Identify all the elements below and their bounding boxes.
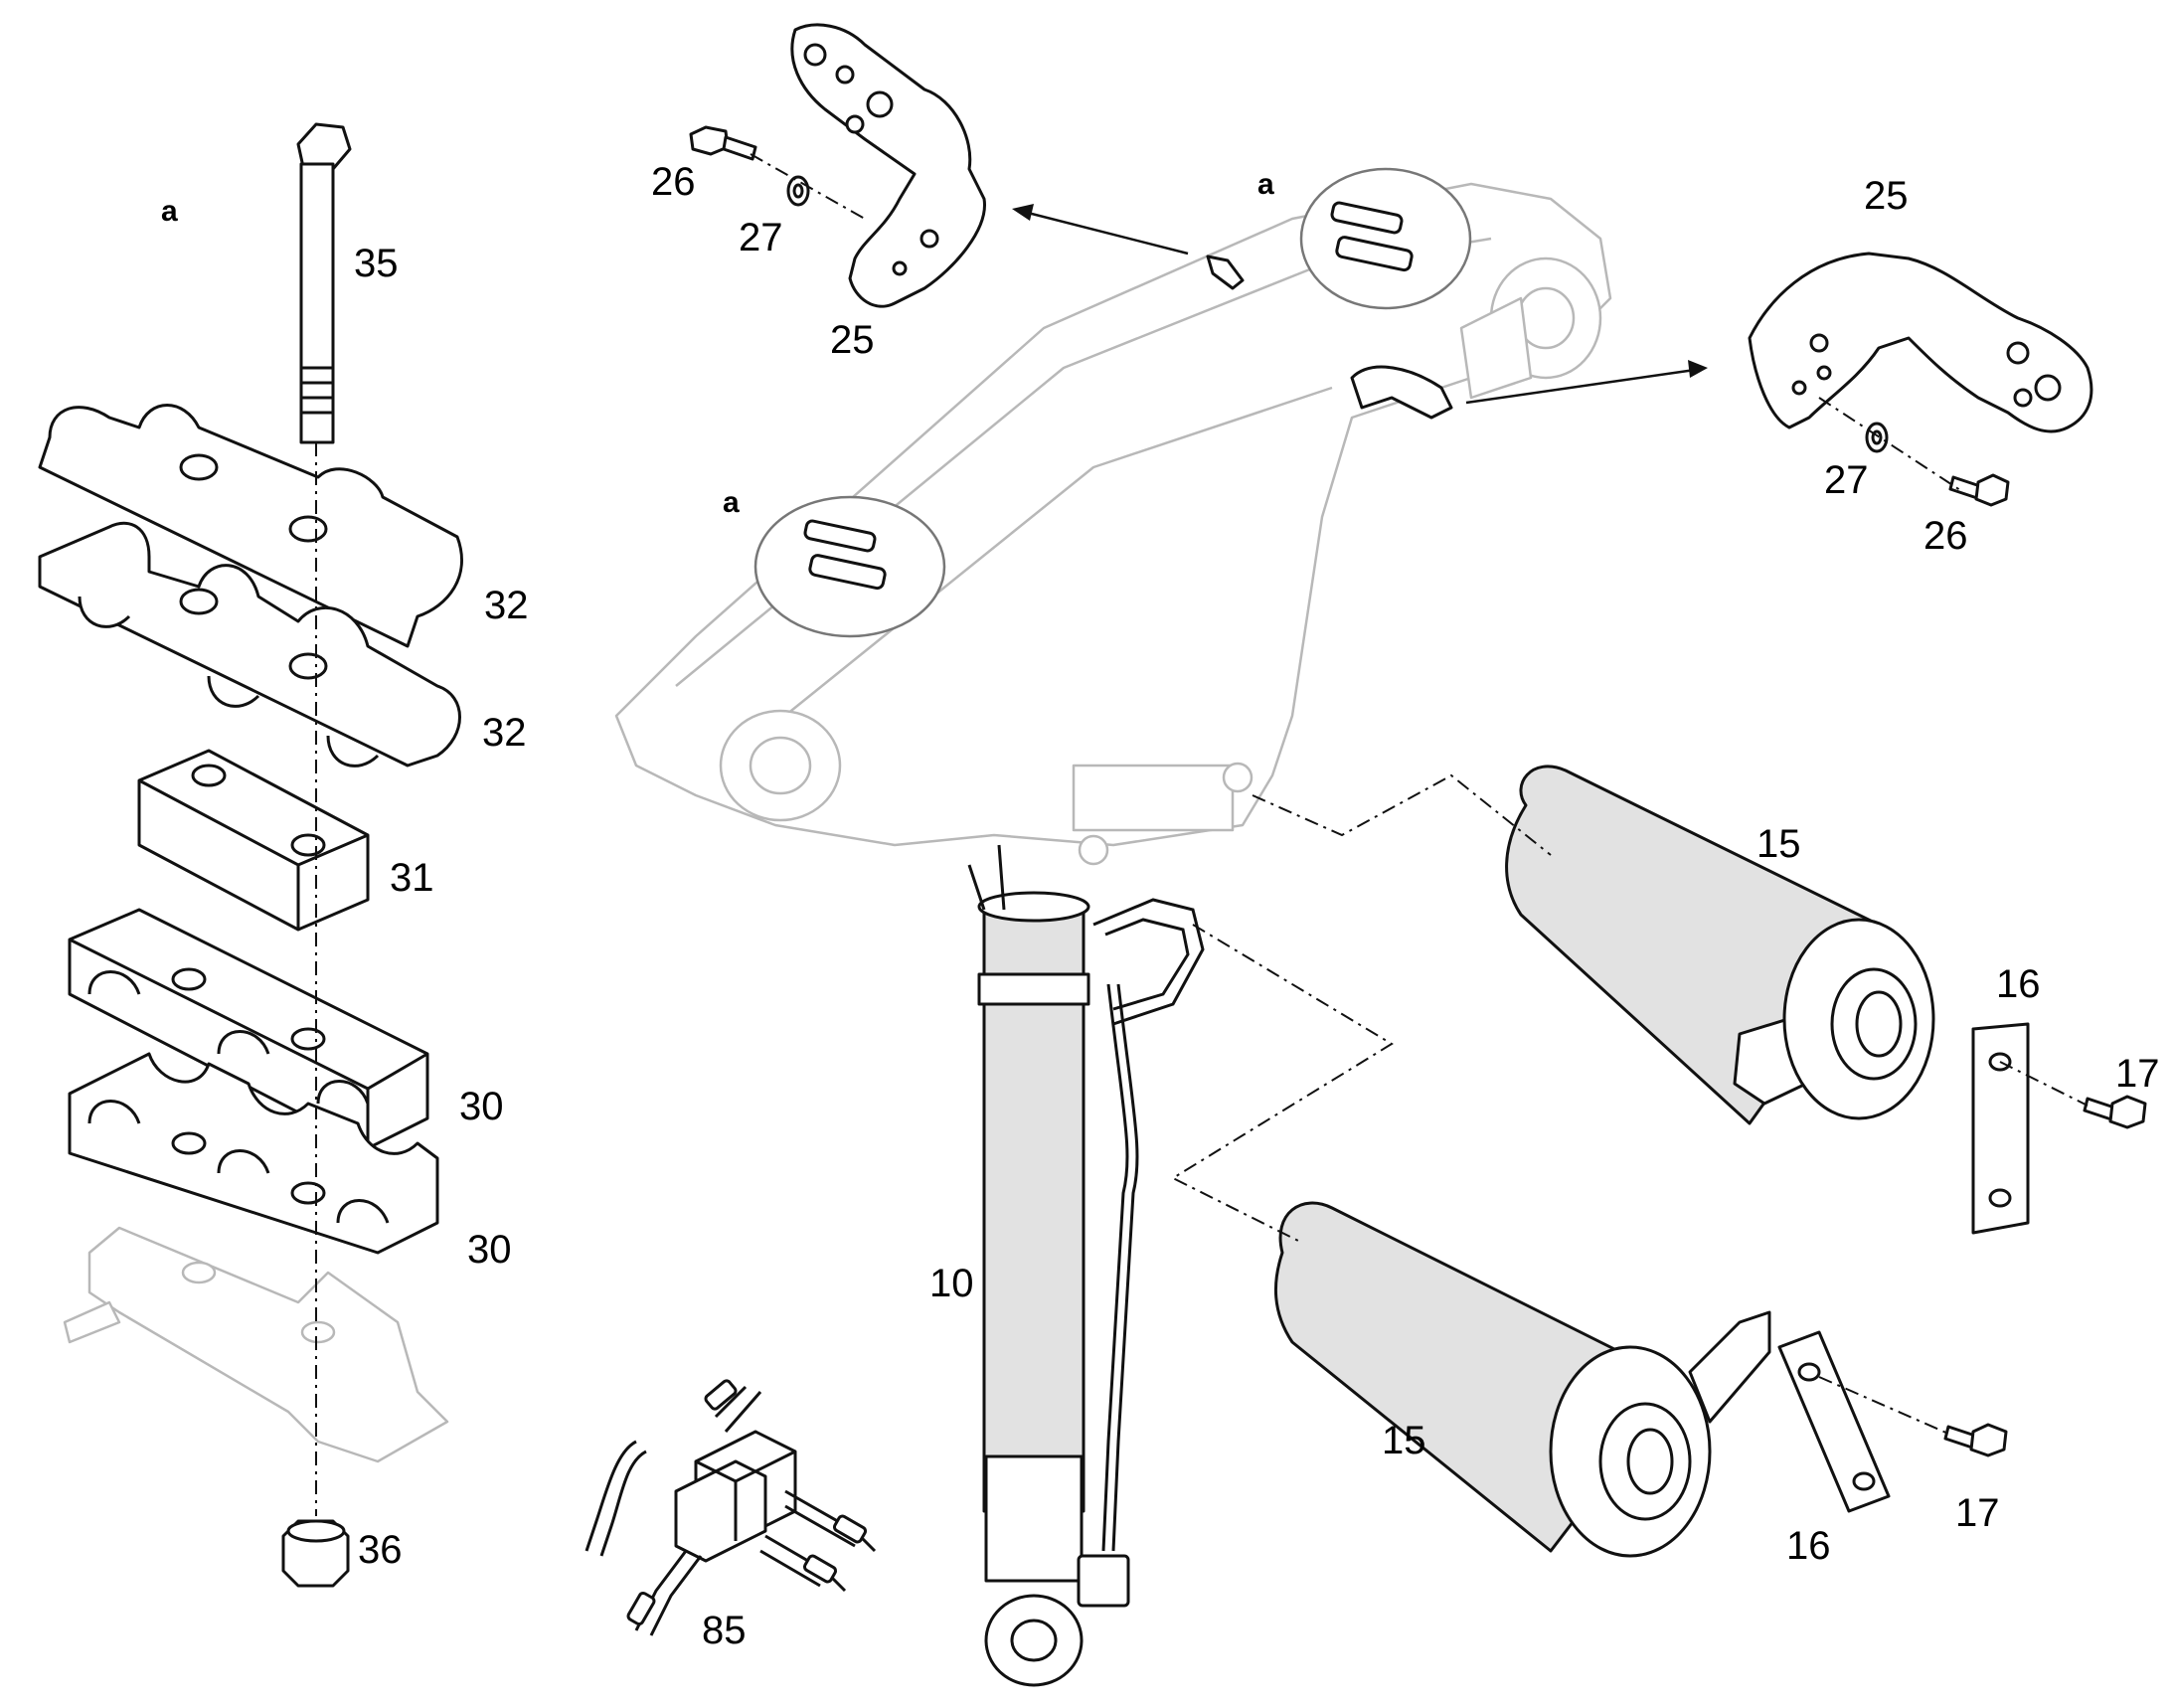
part-label-31: 31: [390, 856, 434, 900]
washer-27-right: [1865, 422, 1889, 453]
mounting-bracket-ghost: [63, 1226, 449, 1463]
plate-16-upper: [1971, 1022, 2030, 1235]
part-label-27: 27: [739, 216, 783, 259]
part-label-15: 15: [1756, 822, 1801, 866]
bolt-axis-left: [750, 153, 866, 220]
part-label-16: 16: [1996, 962, 2041, 1006]
clamp-half-32-upper: [38, 404, 463, 648]
bolt-axis-17-upper: [1999, 1061, 2089, 1107]
arrow-to-bracket-right: [1465, 360, 1708, 405]
part-label-10: 10: [929, 1262, 974, 1305]
part-label-26: 26: [651, 160, 696, 204]
nut-36: [281, 1519, 350, 1588]
pin-15-upper: [1505, 765, 1935, 1125]
part-label-25: 25: [1864, 174, 1909, 218]
clamp-half-30-lower: [68, 1052, 439, 1255]
washer-27-left: [786, 175, 810, 207]
part-label-35: 35: [354, 242, 399, 285]
part-label-30: 30: [459, 1085, 504, 1128]
part-label-25: 25: [830, 318, 875, 362]
bracket-25-left: [790, 23, 986, 308]
part-label-30: 30: [467, 1228, 512, 1272]
detail-label-a: a: [723, 486, 740, 519]
bolt-35: [296, 122, 352, 444]
arrow-to-bracket-left: [1012, 204, 1189, 256]
part-label-32: 32: [482, 711, 527, 755]
clamp-half-30-upper: [68, 908, 429, 1150]
part-label-85: 85: [702, 1609, 747, 1652]
plate-16-lower: [1777, 1330, 1891, 1513]
valve-block-85: [585, 1379, 877, 1636]
detail-label-a: a: [1257, 168, 1274, 201]
bolt-17-lower: [1943, 1423, 2008, 1457]
part-label-16: 16: [1786, 1524, 1831, 1568]
detail-bracket-upper: [1330, 201, 1414, 272]
boom-assembly: [614, 167, 1612, 866]
pin-15-lower: [1273, 1201, 1771, 1558]
bracket-25-right: [1748, 252, 2093, 433]
spacer-block-31: [137, 749, 370, 932]
hose-clip-detail: [1206, 255, 1453, 420]
part-label-27: 27: [1824, 458, 1869, 502]
detail-label-a: a: [161, 195, 178, 228]
bolt-axis-17-lower: [1818, 1376, 1949, 1435]
part-label-17: 17: [2115, 1052, 2160, 1096]
clamp-half-32-lower: [38, 521, 461, 768]
bolt-26-right: [1948, 473, 2010, 507]
bolt-26-left: [689, 125, 757, 161]
bolt-17-upper: [2083, 1095, 2147, 1129]
pin-axis-upper: [1252, 773, 1552, 856]
part-label-26: 26: [1923, 514, 1968, 558]
part-label-36: 36: [358, 1528, 403, 1572]
pin-axis-lower: [1170, 924, 1394, 1244]
part-label-17: 17: [1955, 1491, 2000, 1535]
boom-cylinder: [967, 844, 1205, 1687]
part-label-32: 32: [484, 584, 529, 627]
part-label-15: 15: [1382, 1419, 1426, 1462]
detail-bracket-lower: [803, 519, 887, 591]
